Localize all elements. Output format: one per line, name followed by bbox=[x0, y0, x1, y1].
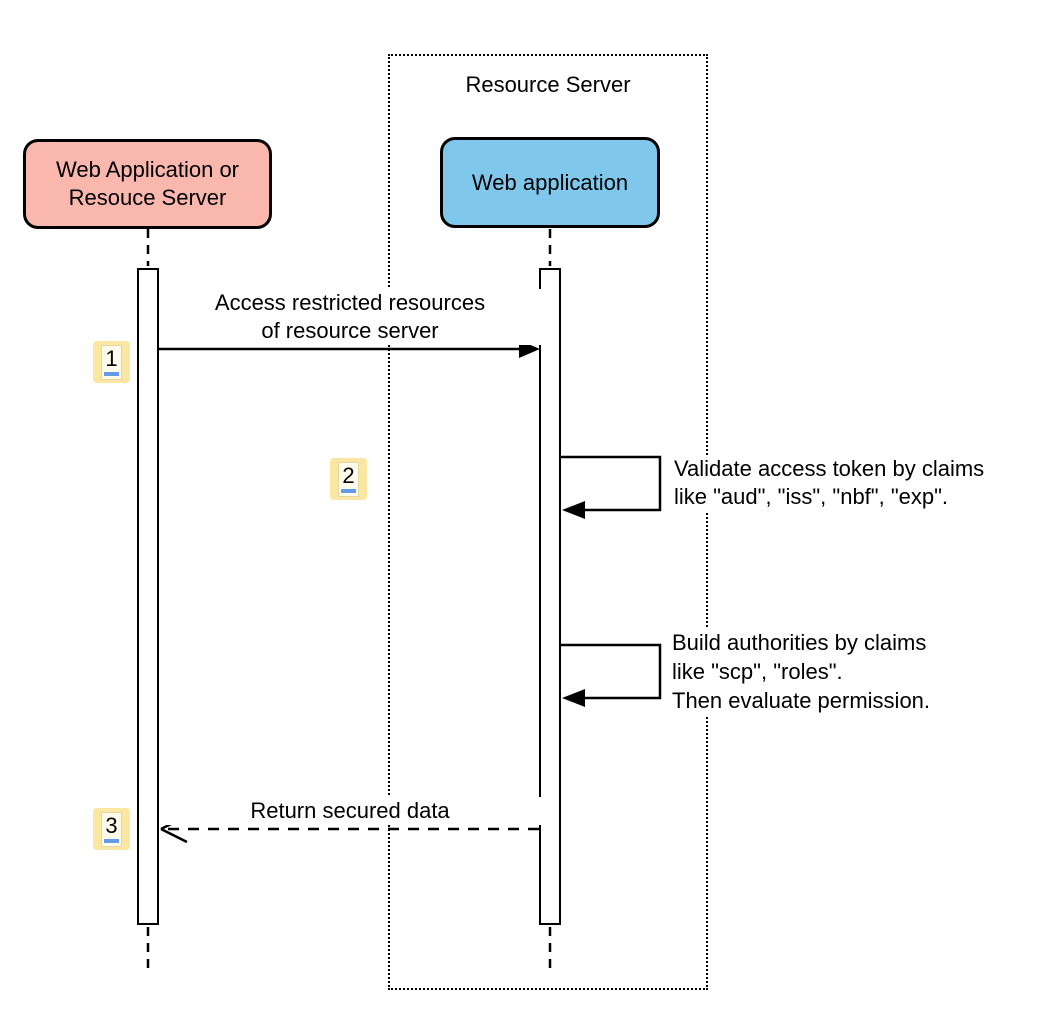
message-1-label: Access restricted resources of resource … bbox=[159, 289, 541, 345]
message-3-self-loop bbox=[561, 643, 662, 707]
step-underline bbox=[104, 371, 119, 376]
actor-web-application: Web application bbox=[440, 137, 660, 228]
actor-label: Web Application or Resouce Server bbox=[55, 157, 240, 210]
step-badge-2: 2 bbox=[330, 458, 367, 500]
frame-title: Resource Server bbox=[465, 72, 631, 97]
actor-web-application-or-resource-server: Web Application or Resouce Server bbox=[23, 139, 272, 229]
step-number: 1 bbox=[105, 345, 118, 371]
step-number: 3 bbox=[105, 812, 118, 838]
step-badge-3: 3 bbox=[93, 808, 130, 850]
step-number: 2 bbox=[342, 462, 355, 488]
message-2-label: Validate access token by claims like "au… bbox=[674, 455, 1034, 511]
message-4-label: Return secured data bbox=[159, 797, 541, 825]
right-activation-bar bbox=[539, 268, 561, 925]
actor-label: Web application bbox=[471, 169, 629, 195]
step-badge-1: 1 bbox=[93, 341, 130, 383]
left-activation-bar bbox=[137, 268, 159, 925]
resource-server-frame bbox=[388, 54, 708, 990]
step-underline bbox=[341, 488, 356, 493]
message-3-label: Build authorities by claims like "scp", … bbox=[672, 628, 1042, 715]
step-underline bbox=[104, 838, 119, 843]
message-2-self-loop bbox=[561, 455, 662, 519]
